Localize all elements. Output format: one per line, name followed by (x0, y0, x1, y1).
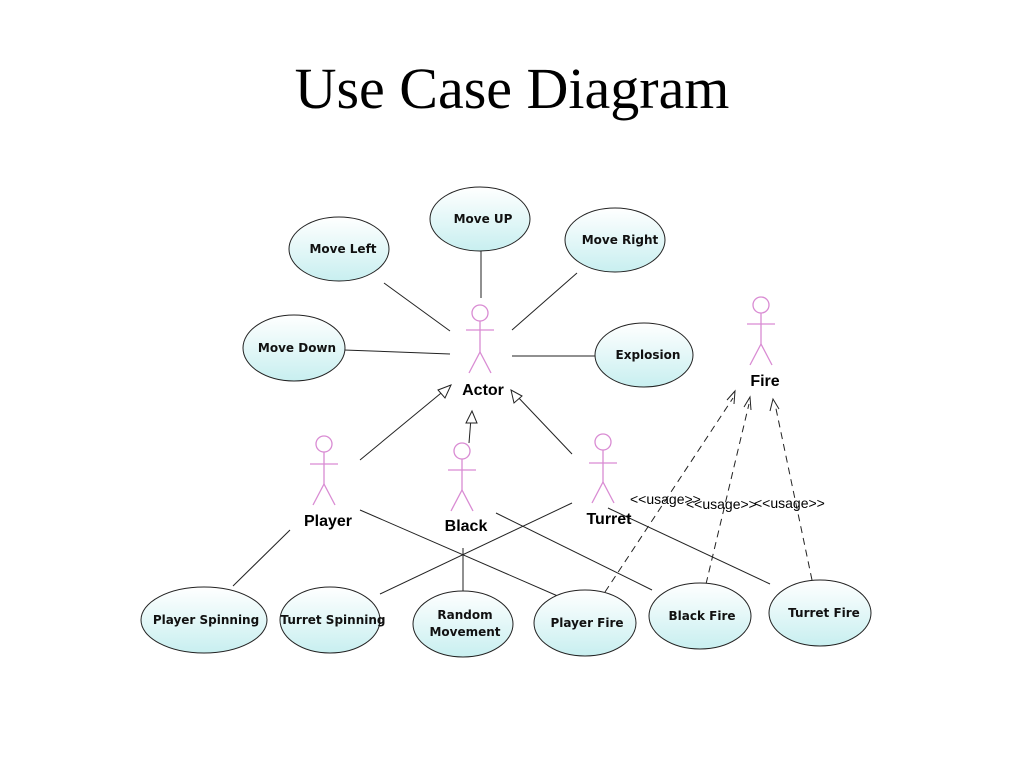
use-case-move-down[interactable]: Move Down (242, 314, 346, 382)
use-case-player-spinning[interactable]: Player Spinning (140, 586, 268, 654)
actor-black-figure[interactable] (448, 442, 476, 512)
use-case-turret-spinning[interactable]: Turret Spinning (279, 586, 386, 654)
generalization-turret (510, 389, 573, 455)
use-case-label: Turret Spinning (281, 613, 386, 627)
assoc-move-right (511, 272, 578, 331)
page-title: Use Case Diagram (294, 56, 730, 121)
usage-label-3: <<usage>> (754, 495, 825, 511)
actor-actor-figure[interactable] (466, 304, 494, 374)
assoc-black-fire (495, 512, 653, 591)
assoc-turret-spinning (379, 502, 573, 595)
use-case-label: Turret Fire (788, 606, 860, 620)
use-case-label-line2: Movement (429, 625, 500, 639)
use-case-random-movement[interactable]: Random Movement (412, 590, 514, 658)
assoc-player-fire (359, 509, 561, 598)
use-case-label: Move Left (309, 242, 376, 256)
actor-player-figure[interactable] (310, 435, 338, 506)
use-case-label: Player Spinning (153, 613, 259, 627)
use-case-label: Black Fire (669, 609, 736, 623)
use-case-move-right[interactable]: Move Right (564, 207, 666, 273)
actor-player-label: Player (304, 513, 352, 530)
actor-turret-figure[interactable] (589, 433, 617, 504)
usage-dependency-turret-fire (769, 397, 813, 581)
use-case-label: Player Fire (550, 616, 623, 630)
usage-dependency-player-fire (604, 389, 736, 593)
assoc-move-down (343, 349, 451, 355)
use-case-explosion[interactable]: Explosion (594, 322, 694, 388)
use-case-label: Move UP (454, 212, 513, 226)
use-case-label: Move Right (582, 233, 659, 247)
use-case-move-left[interactable]: Move Left (288, 216, 390, 282)
actor-fire-label: Fire (750, 373, 779, 390)
use-case-label: Move Down (258, 341, 336, 355)
actor-fire-figure[interactable] (747, 296, 775, 366)
actor-turret-label: Turret (586, 511, 632, 528)
actor-actor-label: Actor (462, 382, 504, 399)
usage-dependency-black-fire (705, 395, 752, 585)
assoc-player-spinning (232, 529, 291, 587)
assoc-turret-fire (607, 507, 771, 585)
generalization-black (465, 409, 478, 444)
use-case-label: Explosion (616, 348, 681, 362)
use-case-label-line1: Random (437, 608, 492, 622)
use-case-player-fire[interactable]: Player Fire (533, 589, 637, 657)
use-case-move-up[interactable]: Move UP (429, 186, 531, 252)
use-case-black-fire[interactable]: Black Fire (648, 582, 752, 650)
assoc-move-left (383, 282, 451, 332)
usage-label-1: <<usage>> (630, 491, 701, 507)
generalization-player (359, 384, 452, 461)
use-case-turret-fire[interactable]: Turret Fire (768, 579, 872, 647)
usage-label-2: <<usage>> (686, 496, 757, 512)
actor-black-label: Black (445, 518, 488, 535)
